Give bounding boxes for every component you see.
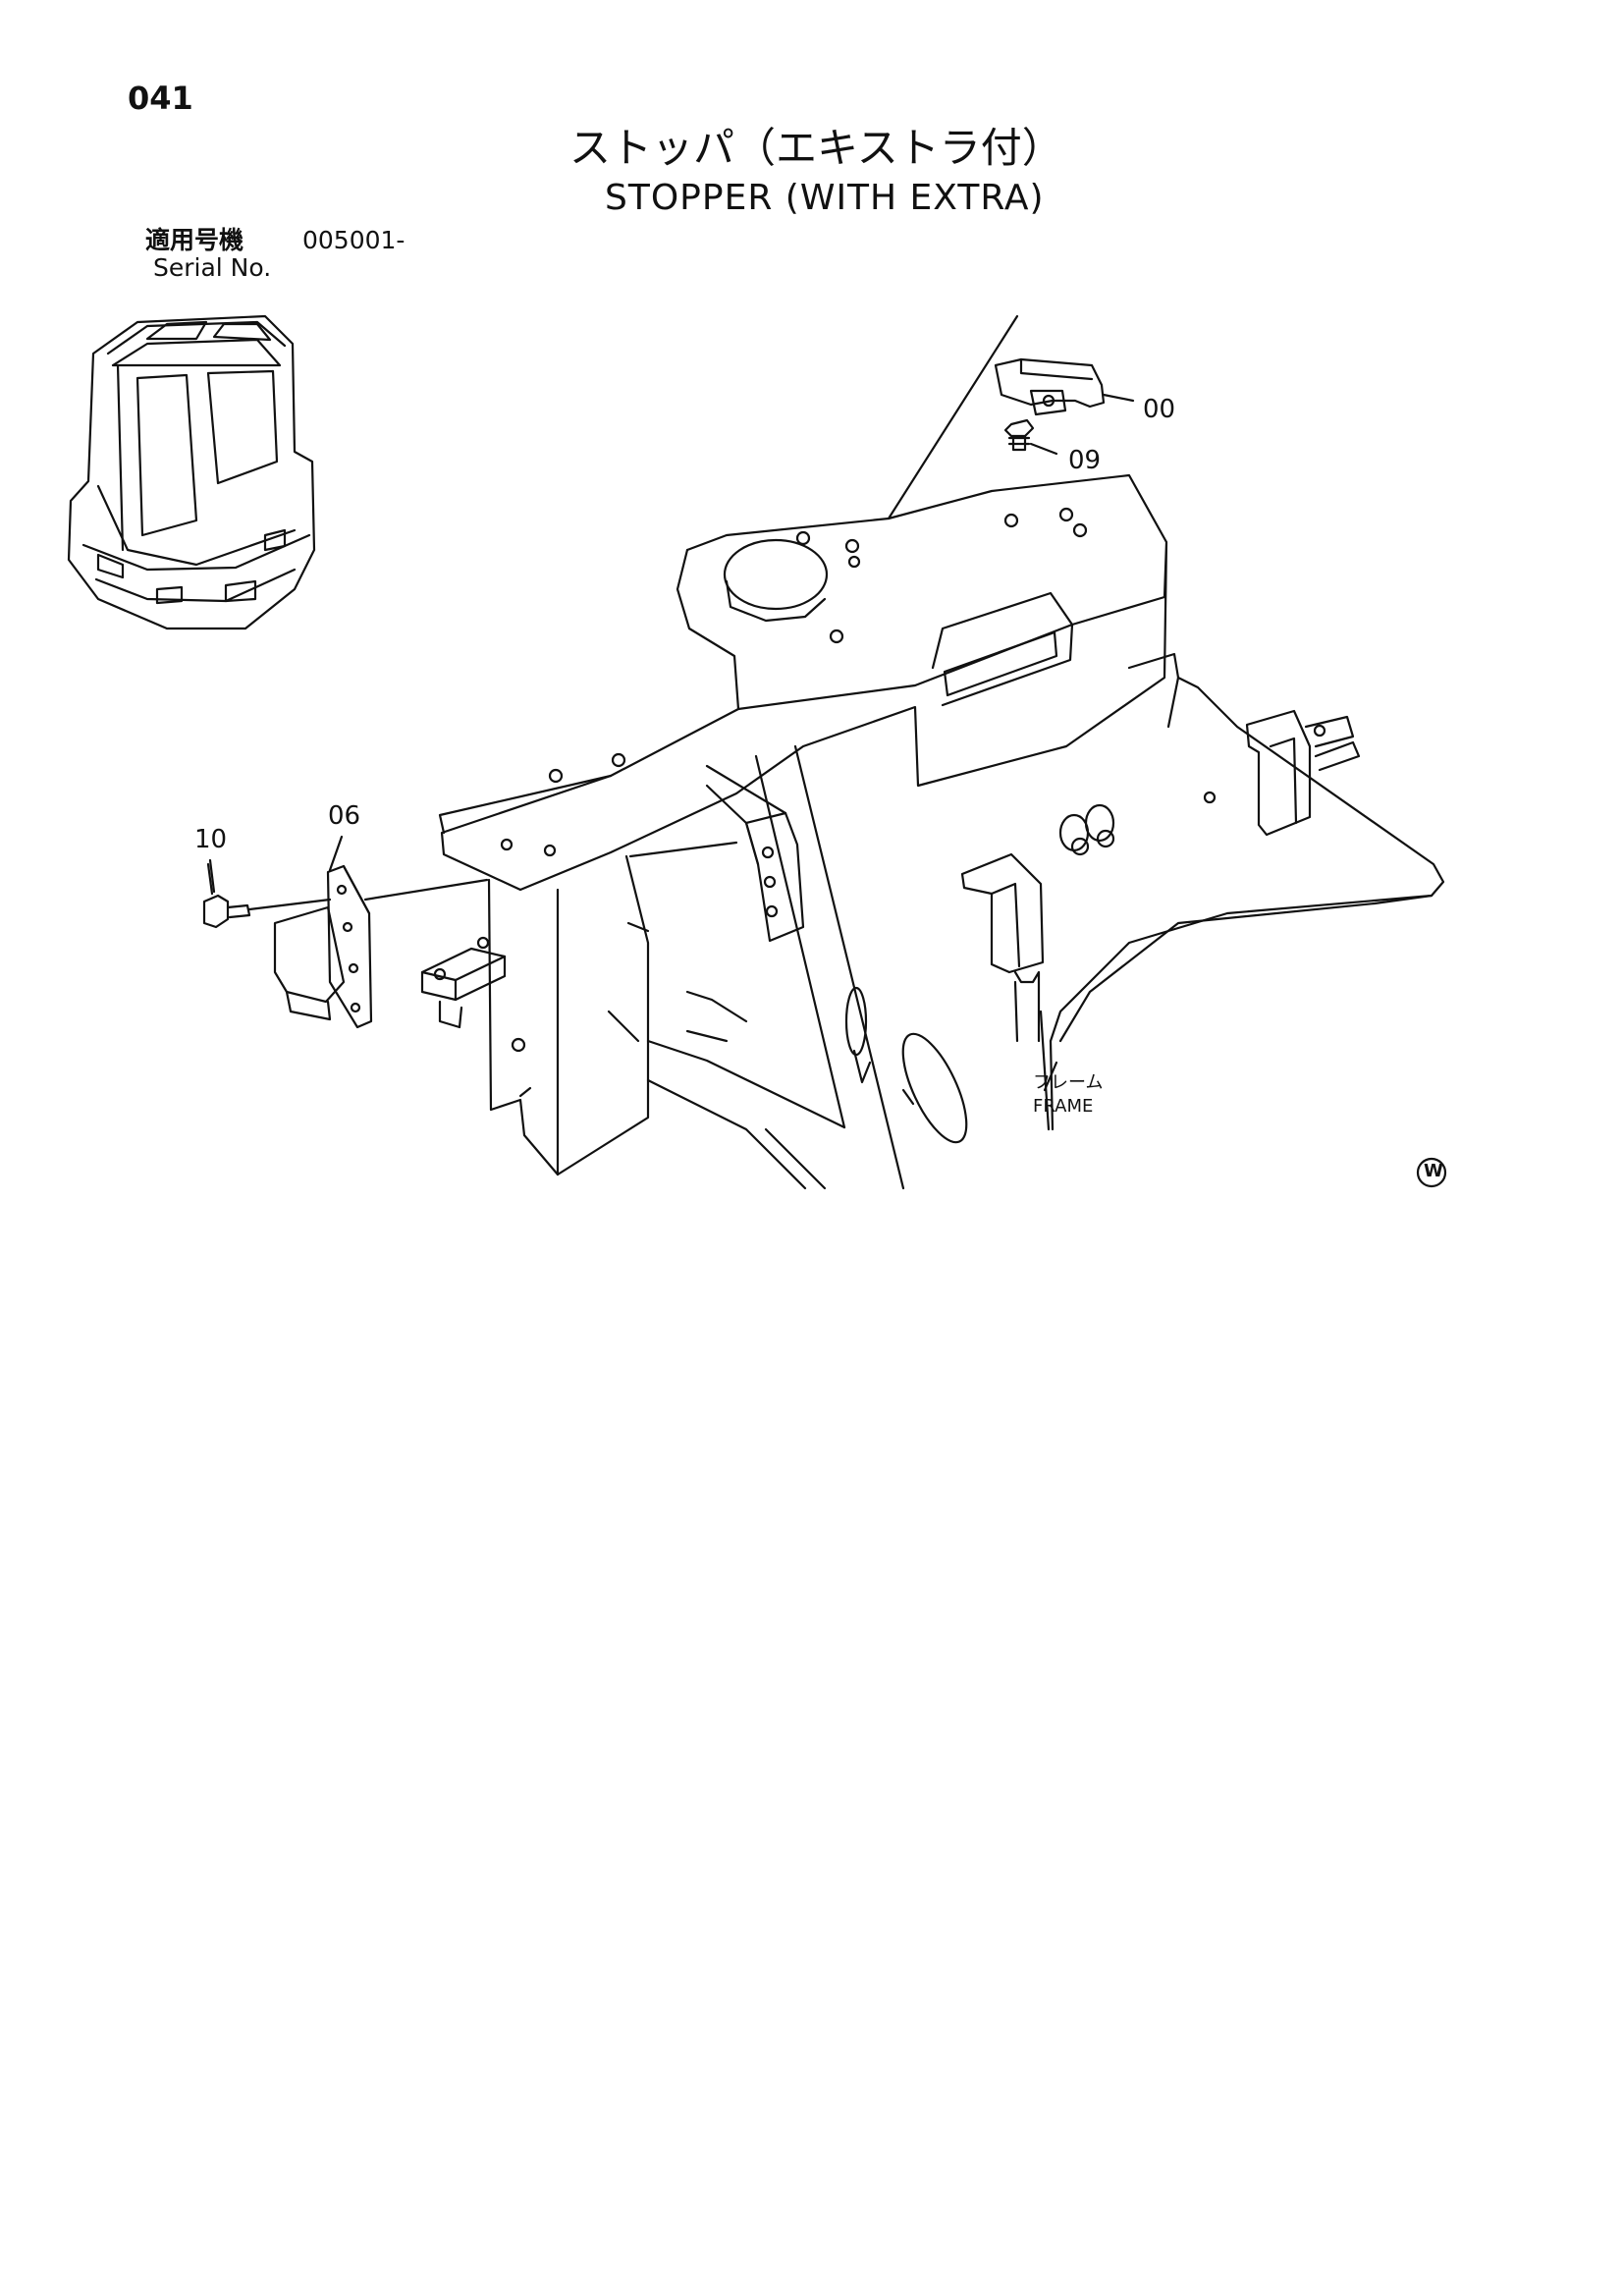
callout-part-06: 06 [328, 801, 361, 831]
frame-diagonal-members [607, 744, 968, 1190]
frame-bracket [705, 764, 805, 943]
callout-part-10: 10 [194, 825, 228, 854]
leader-10 [206, 862, 214, 896]
frame-u-bracket-right [1245, 709, 1361, 837]
serial-range: 005001- [302, 226, 406, 254]
page-title-english: STOPPER (WITH EXTRA) [605, 178, 1045, 218]
serial-label-japanese: 適用号機 [145, 226, 244, 254]
leader-line-top [887, 314, 1019, 520]
page-number: 041 [128, 80, 193, 117]
part-10-bolt [202, 858, 332, 929]
circled-mark: W [1424, 1161, 1443, 1181]
frame-u-bracket-center [960, 852, 1045, 1043]
serial-label-english: Serial No. [153, 253, 272, 282]
callout-part-00: 00 [1143, 395, 1176, 424]
part-00-stopper [994, 357, 1135, 416]
frame-clip-left [420, 936, 507, 1029]
page-title-japanese: ストッパ（エキストラ付） [569, 124, 1063, 172]
callout-part-09: 09 [1068, 446, 1102, 475]
frame-right-plate [1039, 652, 1445, 1131]
frame-upper-beam [438, 473, 1168, 892]
leader-line-06-b [628, 841, 738, 858]
frame-label-japanese: フレーム [1033, 1072, 1104, 1093]
frame-vertical-post [487, 854, 650, 1176]
circled-mark-ring [1416, 1157, 1447, 1188]
leader-frame [1043, 1061, 1058, 1092]
frame-label-english: FRAME [1033, 1096, 1094, 1117]
leader-06 [328, 835, 344, 872]
leader-line-06 [363, 878, 489, 902]
part-09-bolt [1003, 418, 1058, 456]
part-06-stopper-block [273, 864, 373, 1029]
machine-cab-illustration [67, 314, 316, 630]
